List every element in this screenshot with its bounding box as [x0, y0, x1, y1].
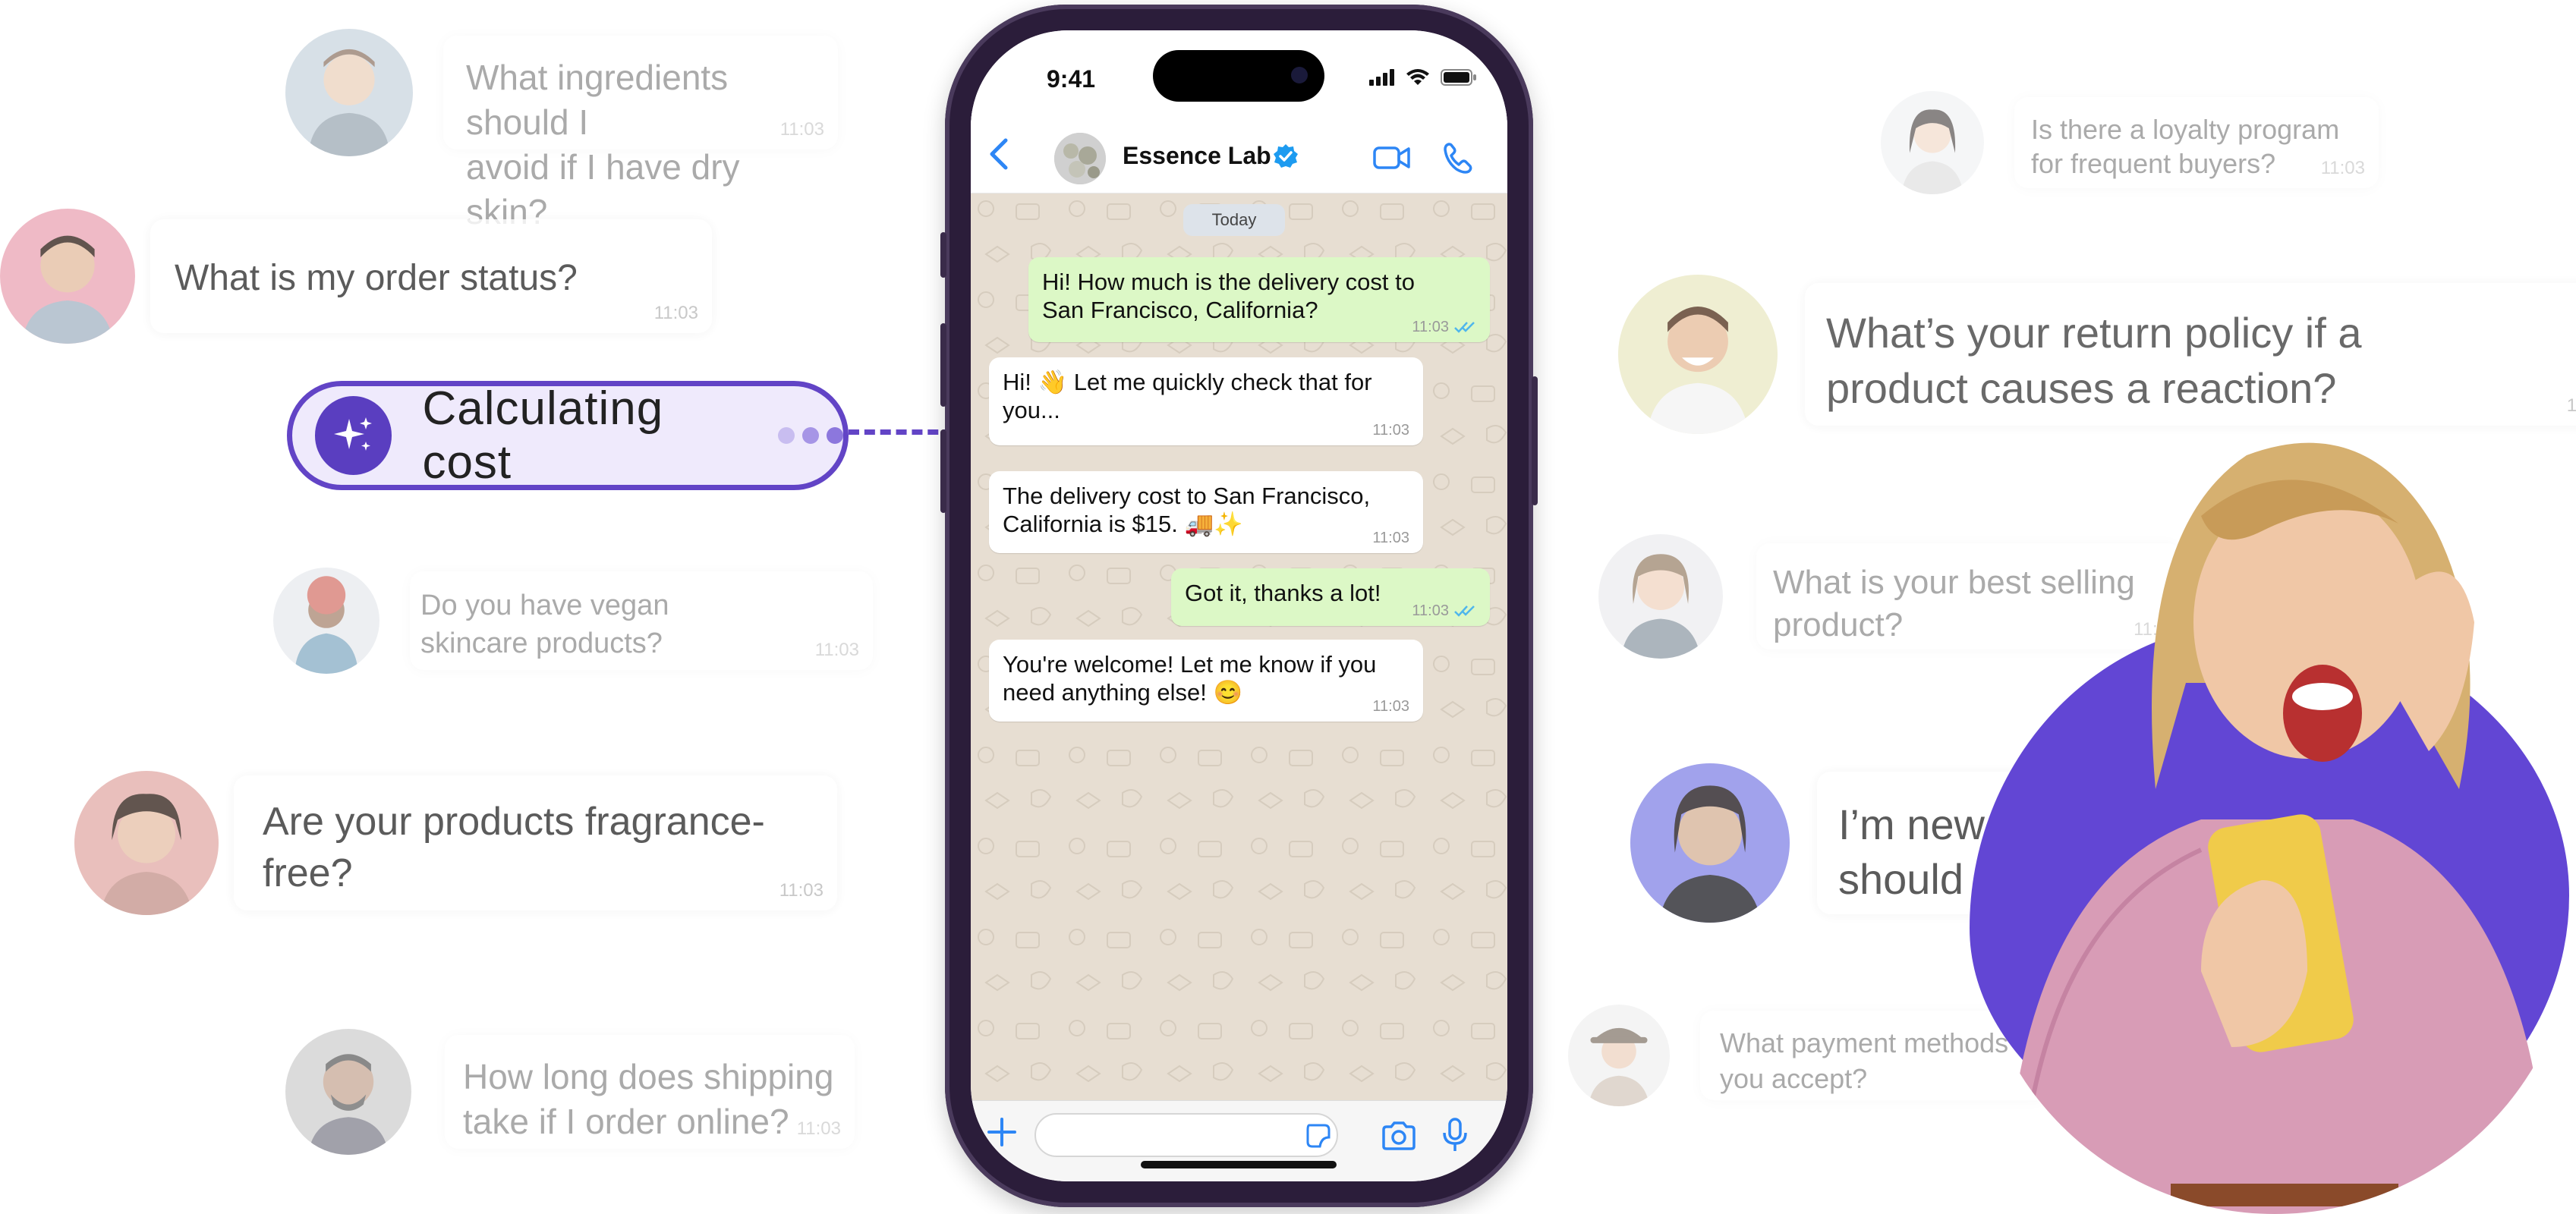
- question-text: What payment methods you accept?: [1720, 1027, 2009, 1094]
- contact-name[interactable]: Essence Lab: [1123, 142, 1271, 169]
- message-time: 11:03: [1372, 422, 1409, 439]
- customer-avatar: [1598, 534, 1723, 659]
- status-icons: [1369, 68, 1477, 86]
- pill-label: Calculating cost: [422, 382, 664, 489]
- question-bubble: What ingredients should I avoid if I hav…: [443, 36, 838, 231]
- question-text: What ingredients should I avoid if I hav…: [466, 58, 740, 231]
- phone-screen: 9:41 Essence Lab: [971, 30, 1507, 1181]
- sparkles-icon: [315, 396, 392, 475]
- question-text: What’s your return policy if a product c…: [1826, 309, 2362, 412]
- question-bubble: What is your best selling product? 11:0: [1756, 543, 2181, 649]
- outgoing-message[interactable]: Hi! How much is the delivery cost to San…: [1028, 257, 1490, 342]
- date-divider: Today: [1183, 204, 1285, 236]
- outgoing-message[interactable]: Got it, thanks a lot! 11:03: [1171, 568, 1490, 626]
- wifi-icon: [1406, 69, 1429, 85]
- question-text: What is your best selling product?: [1773, 564, 2135, 643]
- sticker-icon[interactable]: [1305, 1122, 1332, 1150]
- question-text: Are your products fragrance- free?: [263, 800, 765, 895]
- message-text: Hi! How much is the delivery cost to San…: [1042, 269, 1416, 324]
- customer-avatar: [0, 209, 135, 344]
- question-card-order-status: What is my order status? 11:03: [0, 209, 712, 344]
- question-card-return-policy: What’s your return policy if a product c…: [1618, 275, 2576, 434]
- question-bubble: What payment methods you accept?: [1700, 1011, 2049, 1100]
- plus-icon[interactable]: [984, 1115, 1019, 1150]
- chat-area[interactable]: Today Hi! How much is the delivery cost …: [971, 193, 1507, 1100]
- customer-avatar: [1618, 275, 1778, 434]
- battery-icon: [1441, 69, 1476, 86]
- question-card-payment: What payment methods you accept?: [1568, 1005, 2049, 1106]
- question-card-shipping: How long does shipping take if I order o…: [285, 1029, 855, 1155]
- question-card-vegan: Do you have vegan skincare products? 11:…: [273, 568, 873, 674]
- question-text: How long does shipping take if I order o…: [463, 1057, 834, 1141]
- status-time: 9:41: [1047, 65, 1096, 93]
- message-time: 11:03: [2320, 158, 2365, 178]
- question-text: I’m new should: [1838, 800, 1985, 903]
- message-time: 11:03: [1372, 530, 1409, 546]
- customer-avatar: [74, 771, 219, 915]
- message-time: 11:03: [796, 1118, 841, 1139]
- incoming-message[interactable]: You're welcome! Let me know if you need …: [989, 640, 1423, 722]
- message-time: 11:03: [814, 640, 859, 660]
- customer-avatar: [273, 568, 379, 674]
- message-time: 11:03: [653, 303, 698, 323]
- customer-avatar: [1881, 91, 1984, 194]
- customer-avatar: [285, 1029, 411, 1155]
- signal-icon: [1369, 69, 1394, 86]
- read-receipt-icon: [1454, 322, 1475, 333]
- microphone-icon[interactable]: [1441, 1118, 1469, 1153]
- video-call-icon[interactable]: [1373, 145, 1411, 171]
- dynamic-island: [1153, 50, 1324, 102]
- home-indicator: [1141, 1161, 1337, 1168]
- customer-avatar: [1630, 763, 1790, 923]
- message-text: You're welcome! Let me know if you need …: [1003, 651, 1377, 706]
- question-card-ingredients: What ingredients should I avoid if I hav…: [285, 29, 838, 231]
- question-bubble: Do you have vegan skincare products? 11:…: [410, 571, 873, 670]
- message-time: 11:03: [1412, 602, 1449, 619]
- message-time: 11:03: [779, 119, 824, 140]
- incoming-message[interactable]: Hi! 👋 Let me quickly check that for you.…: [989, 357, 1423, 445]
- message-input[interactable]: [1034, 1113, 1338, 1157]
- question-bubble: How long does shipping take if I order o…: [445, 1035, 855, 1149]
- question-text: Is there a loyalty program for frequent …: [2031, 114, 2340, 179]
- message-text: The delivery cost to San Francisco, Cali…: [1003, 483, 1371, 538]
- excited-woman-photo: [1973, 395, 2576, 1214]
- message-input-bar: [971, 1100, 1507, 1181]
- customer-avatar: [285, 29, 413, 156]
- message-text: Hi! 👋 Let me quickly check that for you.…: [1003, 369, 1372, 424]
- message-time: 11:03: [1412, 319, 1449, 335]
- calculating-cost-pill: Calculating cost: [287, 381, 849, 490]
- question-card-loyalty: Is there a loyalty program for frequent …: [1881, 91, 2379, 194]
- message-time: 11:03: [779, 880, 824, 901]
- contact-avatar[interactable]: [1054, 133, 1106, 184]
- chat-header: Essence Lab: [971, 110, 1507, 193]
- connector-line: [849, 429, 970, 435]
- question-text: What is my order status?: [175, 258, 578, 298]
- phone-call-icon[interactable]: [1443, 142, 1473, 174]
- question-bubble: Are your products fragrance- free? 11:03: [234, 775, 837, 910]
- question-text: Do you have vegan skincare products?: [420, 590, 669, 660]
- message-text: Got it, thanks a lot!: [1185, 580, 1381, 606]
- question-bubble: What’s your return policy if a product c…: [1805, 283, 2576, 426]
- typing-dots: [778, 427, 843, 444]
- message-time: 11:03: [1372, 698, 1409, 715]
- question-bubble: Is there a loyalty program for frequent …: [2014, 97, 2379, 188]
- question-card-best-selling: What is your best selling product? 11:0: [1598, 534, 2181, 659]
- question-bubble: What is my order status? 11:03: [150, 219, 712, 333]
- incoming-message[interactable]: The delivery cost to San Francisco, Cali…: [989, 471, 1423, 553]
- camera-icon[interactable]: [1381, 1121, 1417, 1151]
- verified-badge-icon: [1274, 144, 1298, 168]
- message-time: 11:03: [2566, 395, 2576, 416]
- phone-mockup: 9:41 Essence Lab: [940, 5, 1538, 1207]
- back-chevron-icon[interactable]: [984, 137, 1015, 171]
- question-card-fragrance: Are your products fragrance- free? 11:03: [74, 771, 837, 915]
- customer-avatar: [1568, 1005, 1670, 1106]
- read-receipt-icon: [1454, 605, 1475, 617]
